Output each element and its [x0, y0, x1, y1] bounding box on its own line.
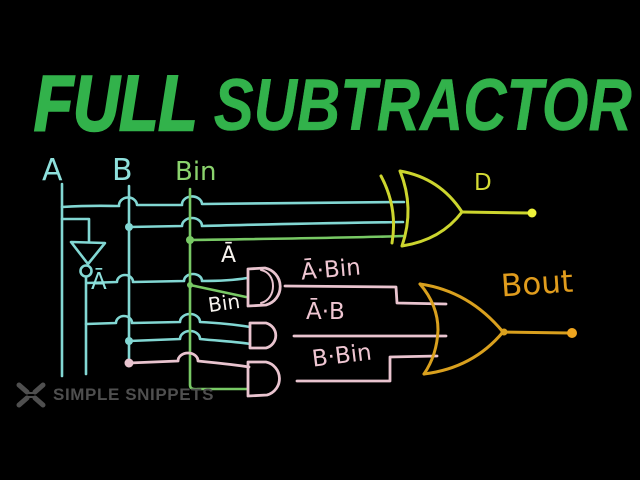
wire-b-to-xor — [127, 216, 405, 229]
wire-nota-to-and2 — [84, 312, 252, 329]
wire-a-to-not — [60, 217, 91, 244]
xor-gate — [379, 169, 537, 248]
not-output-label: Ā — [91, 269, 107, 295]
or-body — [418, 282, 505, 376]
wire-bin-to-and1 — [188, 283, 248, 299]
title-word-subtractor: SUBTRACTOR — [213, 65, 632, 146]
wire-b-to-and3 — [127, 351, 251, 369]
simple-snippets-logo — [16, 382, 46, 408]
green-wires — [186, 187, 406, 391]
watermark-text: SIMPLE SNIPPETS — [53, 385, 215, 404]
and-gate-3 — [246, 360, 281, 398]
and-gate-2 — [248, 321, 278, 350]
and1-input-label-bin: Bin — [206, 288, 242, 318]
not-gate-triangle — [69, 240, 107, 266]
product-label-nota-bin: Ā·Bin — [299, 254, 362, 286]
product-label-nota-b: Ā·B — [306, 299, 345, 325]
input-label-bin: Bin — [175, 157, 217, 187]
and1-input-label-nota: Ā — [221, 243, 237, 268]
or-apex-dot — [500, 328, 508, 336]
wire-and3-to-or — [295, 354, 439, 383]
junction-b-xor — [125, 223, 133, 231]
page-title: FULL SUBTRACTOR — [33, 59, 632, 147]
watermark: SIMPLE SNIPPETS — [14, 380, 214, 410]
borrow-output-dot — [567, 328, 577, 338]
junction-b-and3 — [124, 358, 134, 368]
input-label-b: B — [112, 153, 133, 188]
wire-or-output — [501, 330, 571, 335]
wire-bin-vertical — [188, 187, 249, 391]
cyan-wires — [60, 182, 406, 378]
or-gate — [418, 282, 577, 376]
junction-bin-and1 — [187, 282, 193, 288]
wire-nota-to-and1 — [85, 272, 249, 285]
borrow-output-label: Bout — [499, 263, 575, 305]
not-gate-bubble — [79, 264, 93, 278]
junction-b-and2 — [125, 337, 133, 345]
wire-and1-to-or — [283, 284, 448, 306]
and-gate-1 — [246, 266, 282, 308]
xor-back-curve — [379, 174, 396, 245]
junction-bin-xor — [186, 236, 194, 244]
wire-b-to-and2 — [127, 329, 252, 346]
and-gates-and-product-wires — [124, 266, 448, 398]
title-word-full: FULL — [33, 59, 198, 147]
wire-xor-output — [460, 210, 530, 215]
difference-output-dot — [527, 208, 537, 218]
or-back-curve — [418, 282, 440, 376]
difference-output-label: D — [474, 170, 492, 196]
input-label-a: A — [42, 153, 63, 188]
xor-body — [398, 169, 464, 248]
wire-a-to-xor — [60, 195, 406, 209]
wire-bin-to-xor — [188, 234, 406, 242]
